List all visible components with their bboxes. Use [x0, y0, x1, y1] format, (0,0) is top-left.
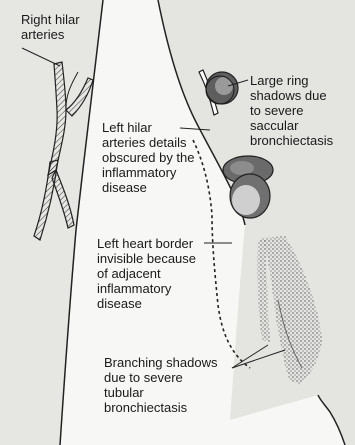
label-left-hilar-arteries: Left hilar arteries details obscured by … — [102, 120, 195, 195]
label-right-hilar-arteries: Right hilar arteries — [21, 12, 80, 42]
ring-shadow-upper — [206, 72, 238, 104]
right-lung-field — [0, 0, 103, 445]
ring-shadow-lower — [230, 174, 270, 218]
label-branching-shadows: Branching shadows due to severe tubular … — [104, 355, 217, 415]
label-ring-shadows: Large ring shadows due to severe saccula… — [250, 73, 333, 148]
label-left-heart-border: Left heart border invisible because of a… — [97, 236, 196, 311]
